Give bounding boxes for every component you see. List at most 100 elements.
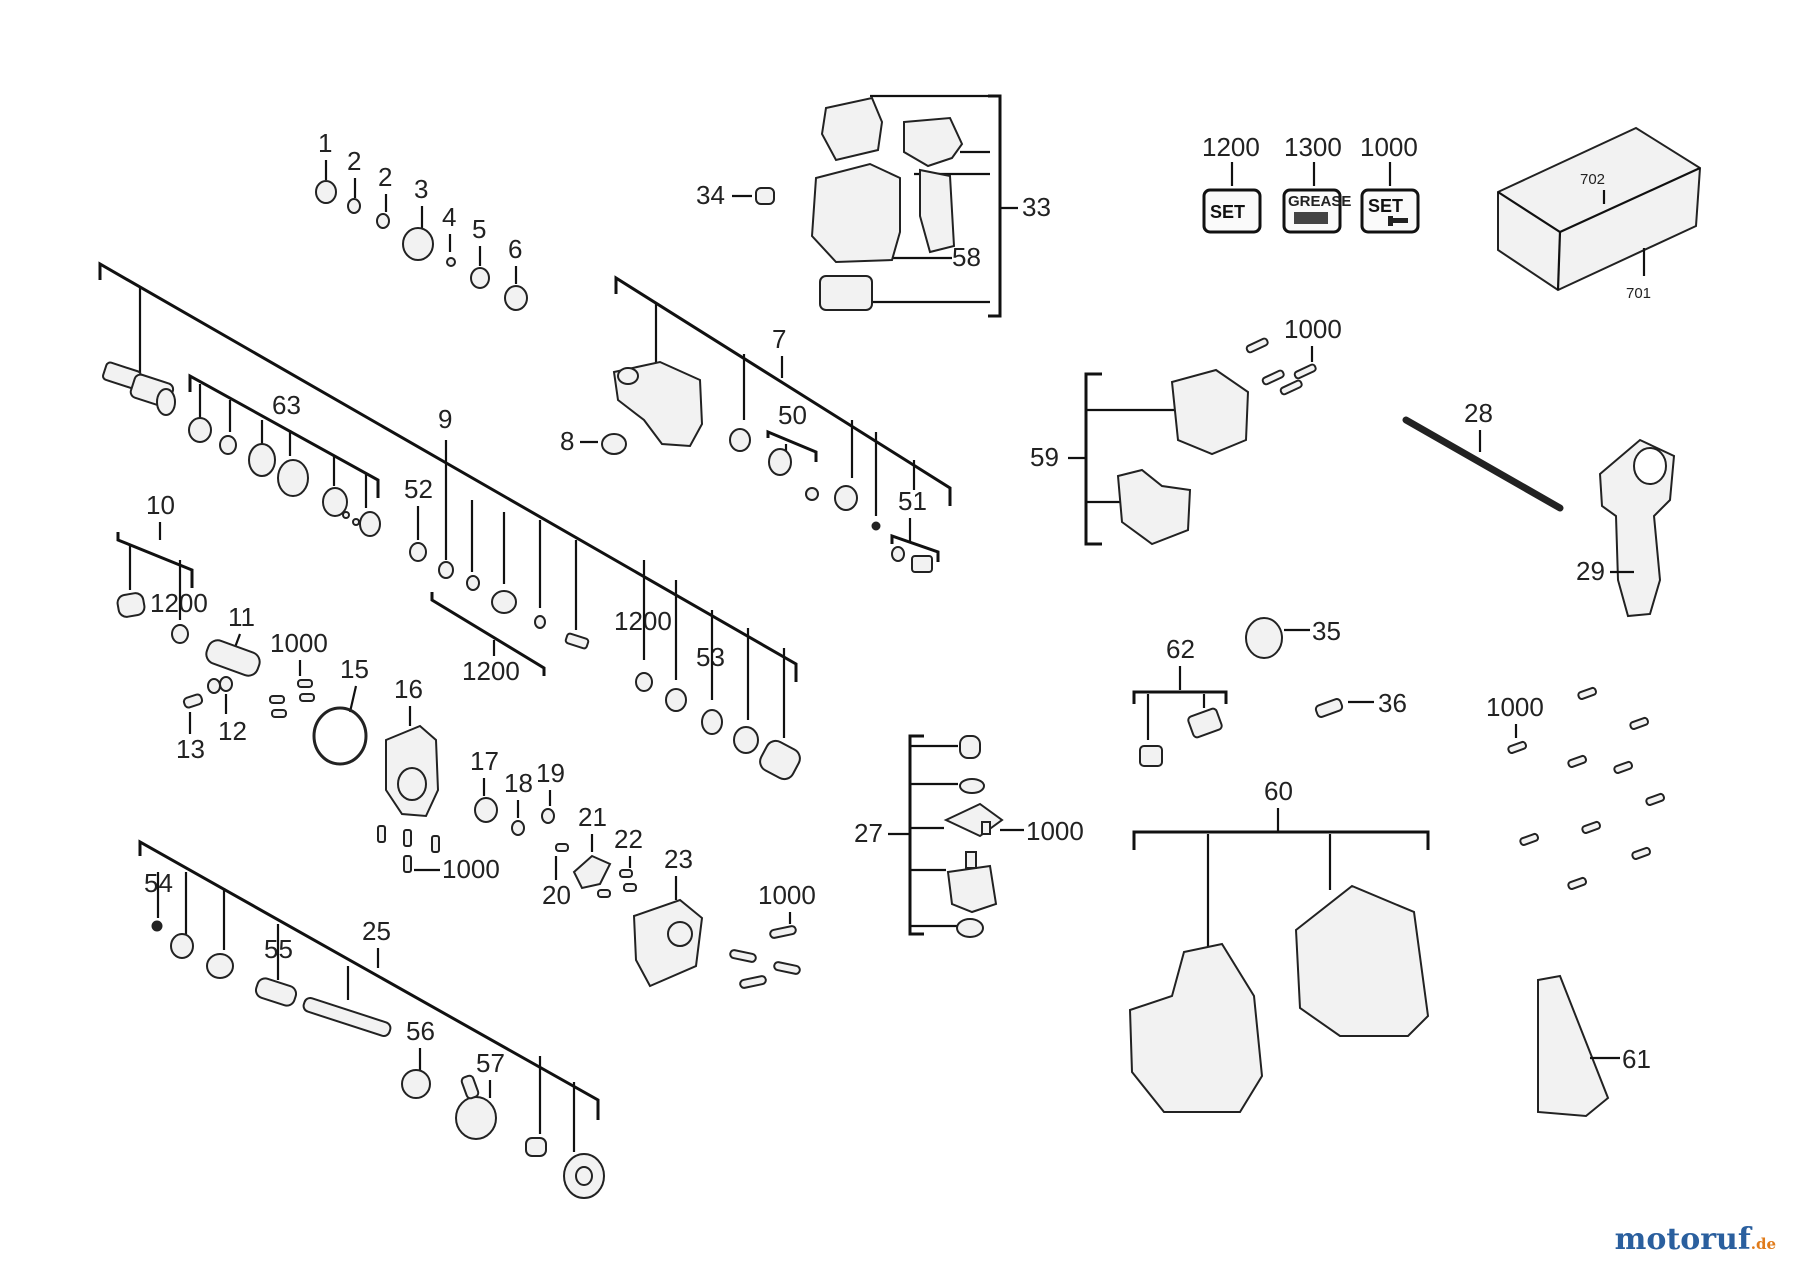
part-33-stator: [820, 96, 884, 162]
label-3: 3: [414, 174, 428, 204]
label-27: 27: [854, 818, 883, 848]
parts-group-27: 27 1000: [854, 734, 1084, 938]
part-2b-shape: [376, 213, 390, 229]
watermark-brand: motoruf: [1614, 1222, 1751, 1257]
label-2a: 2: [347, 146, 361, 176]
label-33: 33: [1022, 192, 1051, 222]
label-1000-set: 1000: [1360, 132, 1418, 162]
part-60-housing-left: [1128, 942, 1264, 1113]
part-62-cap-b: [1187, 707, 1223, 739]
label-35: 35: [1312, 616, 1341, 646]
label-15: 15: [340, 654, 369, 684]
parts-group-59: 59 1000: [1030, 314, 1342, 546]
label-13: 13: [176, 734, 205, 764]
spindle-assembly-group: 63 52 9 1200 1200: [98, 261, 801, 781]
part-59-housing-top: [1170, 368, 1250, 456]
label-8: 8: [560, 426, 574, 456]
badge-set-2: SET: [1368, 196, 1403, 216]
part-57-gear: [455, 1096, 497, 1140]
watermark-logo: motoruf.de: [1615, 1222, 1776, 1257]
label-12: 12: [218, 716, 247, 746]
label-36: 36: [1378, 688, 1407, 718]
label-19: 19: [536, 758, 565, 788]
part-2a-shape: [347, 198, 361, 214]
label-53: 53: [696, 642, 725, 672]
carry-case: 702 701: [1497, 126, 1702, 302]
label-702: 702: [1580, 171, 1605, 188]
label-1000e: 1000: [1026, 816, 1084, 846]
part-23-cover: [632, 898, 704, 988]
label-23: 23: [664, 844, 693, 874]
label-7: 7: [772, 324, 786, 354]
label-25: 25: [362, 916, 391, 946]
label-51: 51: [898, 486, 927, 516]
part-61-nameplate: [1537, 974, 1610, 1118]
part-33-battery-contact: [819, 275, 873, 311]
watermark-tld: .de: [1750, 1235, 1776, 1253]
part-21-plate: [572, 854, 612, 890]
label-5: 5: [472, 214, 486, 244]
label-6: 6: [508, 234, 522, 264]
spindle-part: [102, 361, 176, 416]
screws-1000-group-g: 1000: [1486, 686, 1665, 890]
service-badges: 1200 SET 1300 GREASE 1000 SET: [1202, 132, 1420, 234]
label-21: 21: [578, 802, 607, 832]
parts-group-10-13: 10 1200 11 12 13: [116, 490, 261, 764]
case-body: [1497, 126, 1702, 292]
part-gasket: [759, 739, 801, 781]
part-36-clip: [1314, 698, 1344, 718]
label-20: 20: [542, 880, 571, 910]
parts-group-28-29: 28 29: [1402, 398, 1676, 618]
label-1300-grease: 1300: [1284, 132, 1342, 162]
part-3-shape: [402, 227, 434, 261]
label-60: 60: [1264, 776, 1293, 806]
label-1000a: 1000: [270, 628, 328, 658]
part-34-spring: [755, 187, 775, 205]
label-1: 1: [318, 128, 332, 158]
label-2b: 2: [378, 162, 392, 192]
label-1200-set: 1200: [1202, 132, 1260, 162]
part-33-gearbox: [810, 162, 901, 264]
label-28: 28: [1464, 398, 1493, 428]
parts-group-35-36-62: 35 36 62: [1132, 616, 1407, 767]
parts-group-25: 25 54 55 56 57: [138, 839, 605, 1199]
label-1000b: 1000: [442, 854, 500, 884]
label-50: 50: [778, 400, 807, 430]
label-1000c: 1000: [758, 880, 816, 910]
label-59: 59: [1030, 442, 1059, 472]
label-1000g: 1000: [1486, 692, 1544, 722]
label-29: 29: [1576, 556, 1605, 586]
label-63: 63: [272, 390, 301, 420]
part-7-housing: [612, 360, 704, 448]
label-1000d: 1000: [1284, 314, 1342, 344]
badge-set-1: SET: [1210, 202, 1245, 222]
badge-grease: GREASE: [1288, 193, 1351, 210]
part-35-bumper: [1245, 617, 1283, 659]
part-61-group: 61: [1537, 974, 1651, 1118]
part-33-switch: [903, 116, 964, 168]
label-61: 61: [1622, 1044, 1651, 1074]
part-shaft: [302, 996, 392, 1038]
part-6-shape: [504, 285, 528, 311]
label-4: 4: [442, 202, 456, 232]
label-52: 52: [404, 474, 433, 504]
parts-group-15-16: 1000 15 16 1000: [269, 628, 500, 884]
label-57: 57: [476, 1048, 505, 1078]
part-15-oring: [312, 706, 368, 766]
part-28-depth-rod: [1402, 416, 1564, 512]
label-11: 11: [228, 602, 255, 632]
label-58: 58: [952, 242, 981, 272]
part-5-shape: [470, 267, 490, 289]
label-17: 17: [470, 746, 499, 776]
part-60-housing-right: [1294, 884, 1430, 1037]
part-59-housing-bottom: [1116, 468, 1192, 546]
label-18: 18: [504, 768, 533, 798]
parts-group-17-23: 17 18 19 21 22 20 23: [470, 746, 704, 988]
screws-1000-group-c: 1000: [729, 880, 816, 989]
label-9: 9: [438, 404, 452, 434]
label-10: 10: [146, 490, 175, 520]
label-22: 22: [614, 824, 643, 854]
label-16: 16: [394, 674, 423, 704]
parts-group-7-51: 7 8 50 51: [560, 275, 952, 573]
